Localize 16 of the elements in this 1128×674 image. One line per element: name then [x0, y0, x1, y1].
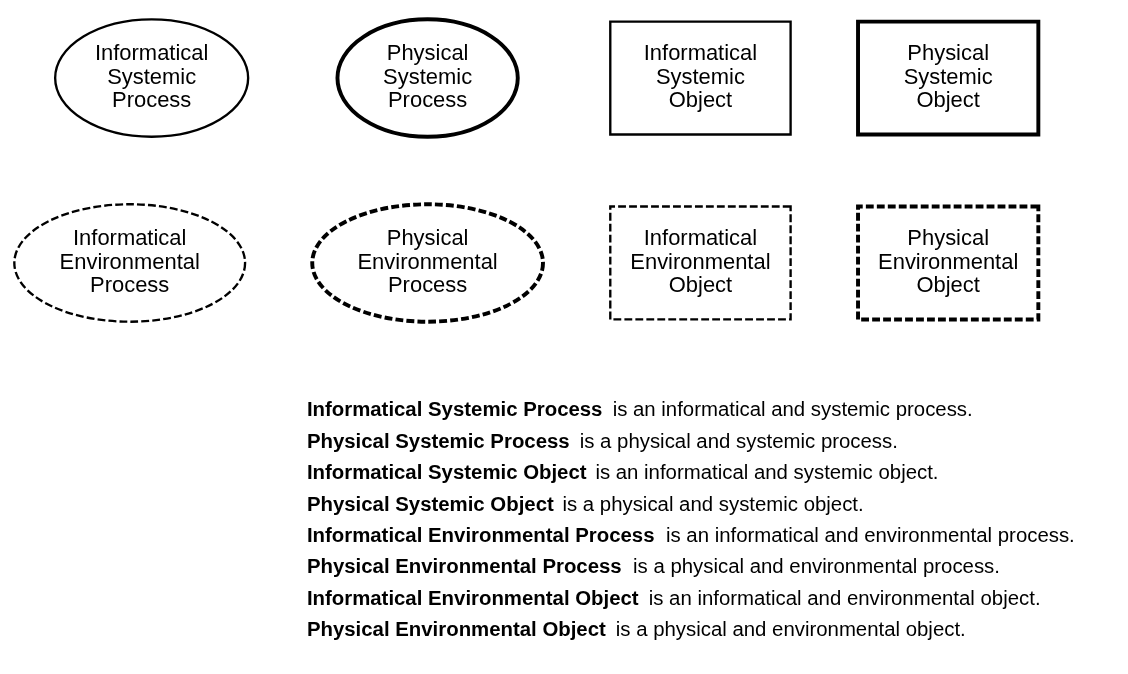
label: Informatical Environmental Process is an informatical and environmental process. — [306, 523, 1075, 546]
node-box: Physical Environmental Object — [856, 204, 1041, 321]
label: Physical Systemic Process is a physical and systemic process. — [306, 429, 898, 452]
node-ellipse: Physical Systemic Process — [335, 16, 520, 139]
label: Physical Environmental Process is a physical and environmental process. — [306, 554, 1000, 577]
label: Physical Systemic Object is a physical and systemic object. — [306, 492, 864, 515]
label: Physical Environmental Object is a physical and environmental object. — [306, 617, 966, 640]
label: Informatical Environmental Object is an informatical and environmental object. — [306, 586, 1041, 609]
node-box: Informatical Environmental Object — [609, 204, 792, 321]
node-box: Informatical Systemic Object — [609, 19, 792, 136]
label: Informatical Systemic Process is an informatical and systemic process. — [306, 397, 973, 420]
node-ellipse: Physical Environmental Process — [310, 201, 545, 324]
node-ellipse: Informatical Environmental Process — [13, 202, 247, 323]
node-ellipse: Informatical Systemic Process — [54, 17, 250, 138]
label: Informatical Systemic Object is an informatical and systemic object. — [306, 460, 939, 483]
node-box: Physical Systemic Object — [856, 19, 1041, 136]
